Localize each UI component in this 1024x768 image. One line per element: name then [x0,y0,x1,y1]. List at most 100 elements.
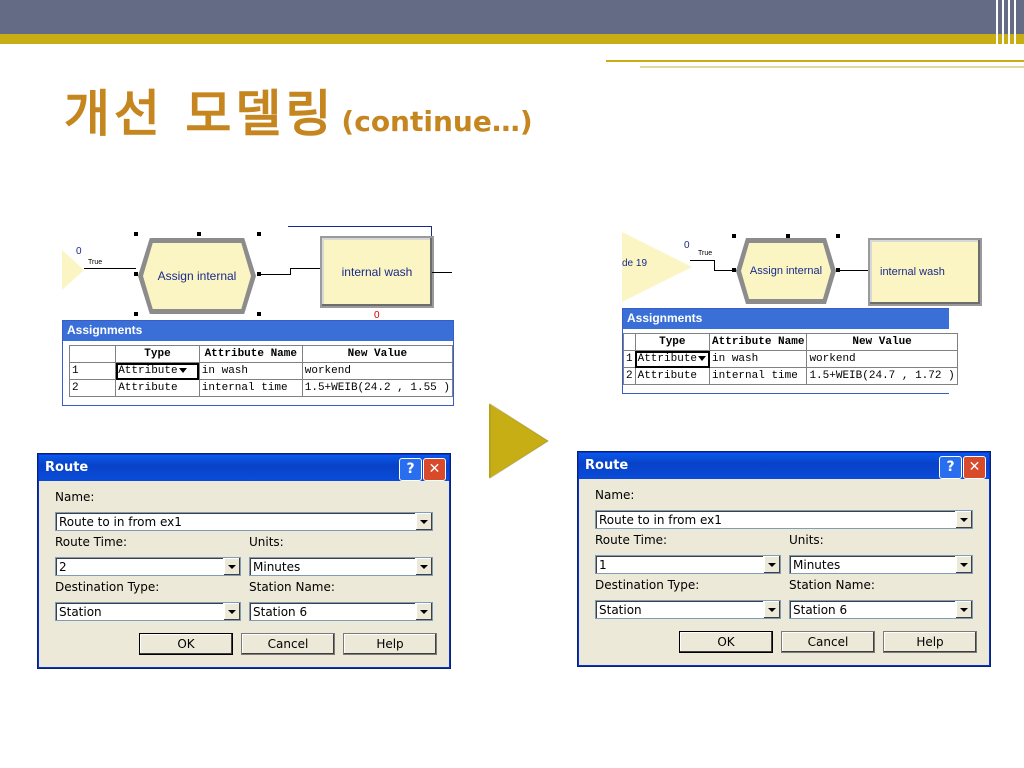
type-cell[interactable]: Attribute [634,367,711,385]
process-module-label: internal wash [880,266,945,278]
connector-line [838,270,868,271]
dropdown-arrow-icon[interactable] [697,353,707,363]
help-button[interactable]: Help [883,631,977,653]
name-label: Name: [55,490,95,504]
dialog-titlebar[interactable]: Route ? ✕ [39,455,449,481]
table-row[interactable]: 1 Attribute in wash workend [68,362,454,380]
right-route-dialog: Route ? ✕ Name: Route to in from ex1 Rou… [578,452,990,666]
header-decor-line [606,60,1024,62]
dialog-titlebar[interactable]: Route ? ✕ [579,453,989,479]
slide-title: 개선 모델링(continue…) [64,74,533,146]
connector-line [690,260,714,261]
left-flowchart: 0 True Assign internal internal wash 0 [62,222,452,321]
help-titlebar-button[interactable]: ? [939,456,962,479]
type-cell[interactable]: Attribute [115,379,200,397]
route-time-combo[interactable]: 2 [55,557,241,576]
cancel-button[interactable]: Cancel [241,633,335,655]
chevron-down-icon[interactable] [955,556,972,573]
help-button[interactable]: Help [343,633,437,655]
left-assignments-grid: Assignments Type Attribute Name New Valu… [62,320,454,406]
station-name-combo[interactable]: Station 6 [789,600,973,619]
process-module[interactable]: internal wash [320,236,434,308]
connector-line [431,226,432,238]
route-time-combo[interactable]: 1 [595,555,781,574]
destination-type-combo[interactable]: Station [55,602,241,621]
counter-label: 0 [76,246,82,257]
col-header-new-value: New Value [806,333,958,351]
header-gold-stripe [0,34,1024,44]
station-name-label: Station Name: [789,578,875,592]
header-banner [0,0,1024,34]
table-row[interactable]: 1 Attribute in wash workend [623,350,958,368]
selection-handle[interactable] [836,234,840,238]
destination-type-label: Destination Type: [55,580,160,594]
chevron-down-icon[interactable] [415,513,432,530]
chevron-down-icon[interactable] [955,511,972,528]
selection-handle[interactable] [134,232,138,236]
chevron-down-icon[interactable] [415,558,432,575]
selection-handle[interactable] [732,234,736,238]
dialog-title: Route [45,460,89,475]
table-row[interactable]: 2 Attribute internal time 1.5+WEIB(24.2 … [68,379,454,397]
process-counter: 0 [374,310,380,321]
value-cell[interactable]: workend [301,362,454,380]
connector-line [714,270,738,271]
counter-label: 0 [684,240,690,251]
value-cell[interactable]: workend [806,350,958,368]
value-cell[interactable]: 1.5+WEIB(24.2 , 1.55 ) [301,379,454,397]
col-header-new-value: New Value [301,345,454,363]
chevron-down-icon[interactable] [763,601,780,618]
ok-button[interactable]: OK [139,633,233,655]
chevron-down-icon[interactable] [223,603,240,620]
process-module-label: internal wash [341,265,413,279]
value-cell[interactable]: 1.5+WEIB(24.7 , 1.72 ) [806,367,958,385]
connector-line [714,260,715,270]
close-icon[interactable]: ✕ [963,456,986,479]
station-name-combo[interactable]: Station 6 [249,602,433,621]
name-label: Name: [595,488,635,502]
ok-button[interactable]: OK [679,631,773,653]
chevron-down-icon[interactable] [763,556,780,573]
attribute-cell[interactable]: in wash [198,362,303,380]
dropdown-arrow-icon[interactable] [178,365,188,375]
chevron-down-icon[interactable] [415,603,432,620]
selection-handle[interactable] [134,272,138,276]
assign-module-label: Assign internal [157,269,237,283]
destination-type-label: Destination Type: [595,578,700,592]
type-cell[interactable]: Attribute [115,362,200,380]
type-cell[interactable]: Attribute [634,350,711,368]
dialog-title: Route [585,458,629,473]
name-combo[interactable]: Route to in from ex1 [595,510,973,529]
units-combo[interactable]: Minutes [249,557,433,576]
selection-handle[interactable] [786,234,790,238]
selection-handle[interactable] [197,232,201,236]
connector-line [432,272,452,273]
play-arrow-icon [487,400,552,482]
attribute-cell[interactable]: in wash [709,350,808,368]
header-decor-line [996,0,998,48]
cancel-button[interactable]: Cancel [781,631,875,653]
assignments-title: Assignments [623,309,949,329]
assignments-table: Type Attribute Name New Value 1 Attribut… [623,333,958,385]
help-titlebar-button[interactable]: ? [399,458,422,481]
selection-handle[interactable] [134,312,138,316]
name-combo[interactable]: Route to in from ex1 [55,512,433,531]
selection-handle[interactable] [732,268,736,272]
selection-handle[interactable] [257,232,261,236]
assign-module[interactable]: Assign internal [736,238,836,304]
table-row[interactable]: 2 Attribute internal time 1.5+WEIB(24.7 … [623,367,958,385]
attribute-cell[interactable]: internal time [198,379,303,397]
station-name-label: Station Name: [249,580,335,594]
col-header-type: Type [634,333,711,351]
header-decor [606,44,1024,70]
chevron-down-icon[interactable] [223,558,240,575]
chevron-down-icon[interactable] [955,601,972,618]
close-icon[interactable]: ✕ [423,458,446,481]
attribute-cell[interactable]: internal time [709,367,808,385]
selection-handle[interactable] [257,312,261,316]
units-combo[interactable]: Minutes [789,555,973,574]
decide-module-label: de 19 [622,258,648,269]
destination-type-combo[interactable]: Station [595,600,781,619]
process-module[interactable]: internal wash [868,238,982,306]
assign-module[interactable]: Assign internal [138,238,256,314]
